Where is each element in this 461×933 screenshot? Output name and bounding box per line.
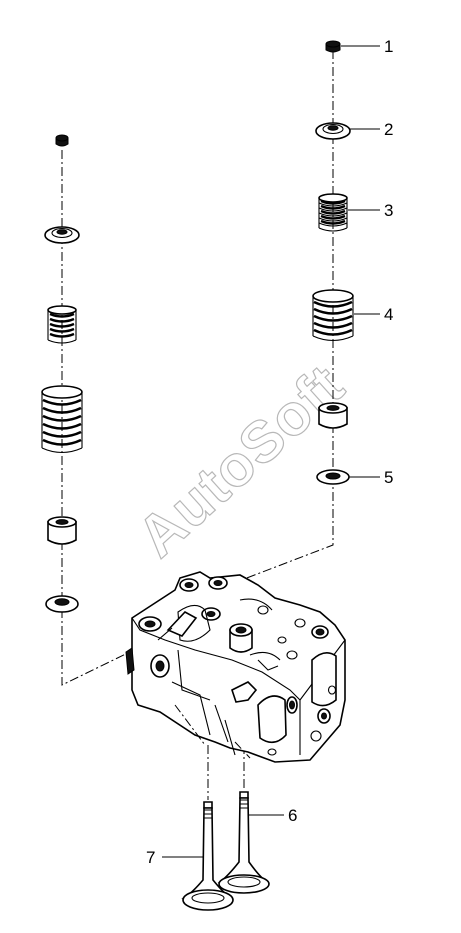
valve-cap-left: [55, 134, 69, 147]
stem-seal-left: [47, 516, 77, 545]
inner-spring-left: [47, 305, 77, 344]
callout-label-6: 6: [288, 806, 297, 825]
stem-seal-right: [318, 402, 348, 429]
callout-label-4: 4: [384, 305, 393, 324]
callout-7: 7: [146, 848, 203, 867]
spring-seat-left: [45, 595, 79, 613]
callout-label-1: 1: [384, 37, 393, 56]
spring-retainer-right: [315, 122, 351, 140]
watermark-text: AutoSoft: [125, 352, 356, 569]
spring-seat-right: [316, 469, 350, 485]
callout-5: 5: [349, 468, 393, 487]
exhaust-valve: [217, 791, 270, 894]
intake-valve: [181, 801, 234, 911]
callout-6: 6: [249, 806, 297, 825]
right-valve-stack: [312, 40, 354, 485]
outer-spring-left: [41, 385, 83, 454]
left-valve-stack: [41, 134, 83, 613]
callout-label-3: 3: [384, 201, 393, 220]
callout-2: 2: [350, 120, 393, 139]
callout-label-7: 7: [146, 848, 155, 867]
callout-label-2: 2: [384, 120, 393, 139]
valve-cap-right: [325, 40, 341, 53]
callout-4: 4: [354, 305, 393, 324]
cylinder-head: [125, 571, 346, 763]
spring-retainer-left: [44, 226, 80, 244]
inner-spring-right: [318, 193, 348, 232]
outer-spring-right: [312, 289, 354, 342]
callout-label-5: 5: [384, 468, 393, 487]
callout-1: 1: [341, 37, 393, 56]
callout-3: 3: [348, 201, 393, 220]
